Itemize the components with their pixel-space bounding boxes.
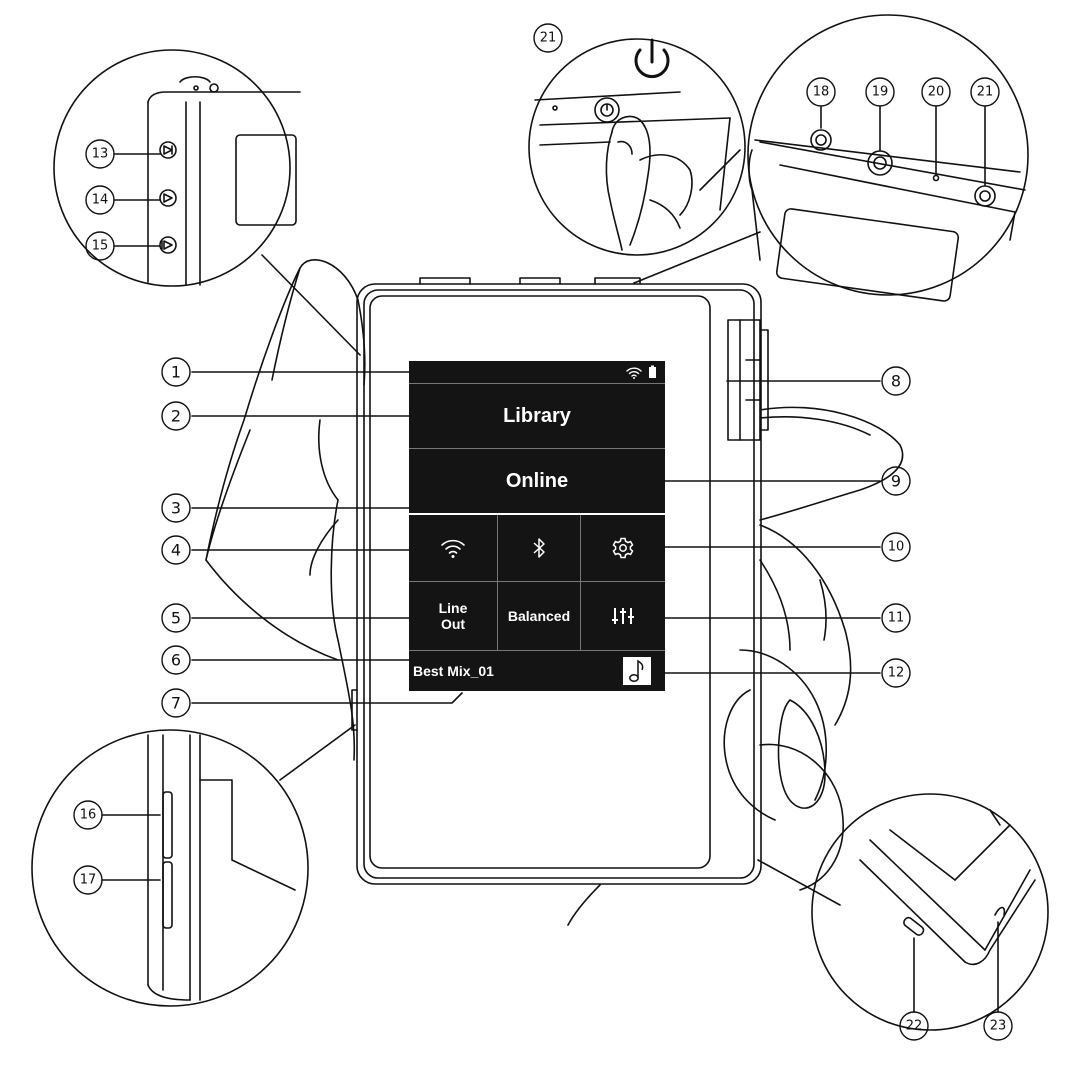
equalizer-icon: [612, 608, 634, 624]
zoom-power-press: [528, 38, 746, 256]
balanced-tile[interactable]: Balanced: [498, 582, 580, 650]
callout-21-top-center: 21: [540, 31, 557, 46]
callout-9: 9: [891, 472, 901, 491]
zoom-bottom-ports: [757, 793, 1049, 1031]
gear-icon: [612, 537, 634, 559]
callout-1: 1: [171, 363, 181, 382]
callout-16: 16: [80, 808, 97, 823]
line-out-tile[interactable]: Line Out: [409, 582, 497, 650]
callout-14: 14: [92, 193, 109, 208]
line-out-label-line2: Out: [440, 616, 466, 632]
device-body: [351, 277, 769, 885]
wifi-tile[interactable]: [409, 515, 497, 581]
wifi-icon: [626, 366, 642, 379]
wifi-icon: [441, 539, 465, 558]
equalizer-tile[interactable]: [581, 582, 665, 650]
callout-13: 13: [92, 147, 109, 162]
callouts: [73, 23, 1013, 1041]
now-playing-bar[interactable]: Best Mix_01: [409, 651, 665, 691]
now-playing-button[interactable]: [621, 655, 653, 687]
track-title: Best Mix_01: [413, 663, 494, 679]
callout-19: 19: [872, 85, 889, 100]
callout-2: 2: [171, 407, 181, 426]
online-label: Online: [505, 469, 569, 492]
callout-20: 20: [928, 85, 945, 100]
zoom-side-buttons: [53, 49, 361, 356]
callout-7: 7: [171, 694, 181, 713]
zoom-card-slots: [31, 724, 356, 1007]
library-button[interactable]: Library: [409, 384, 665, 448]
battery-icon: [649, 365, 656, 378]
line-out-label-line1: Line: [438, 600, 468, 616]
callout-11: 11: [888, 611, 905, 626]
callout-15: 15: [92, 239, 109, 254]
callout-12: 12: [888, 666, 905, 681]
bluetooth-tile[interactable]: [498, 515, 580, 581]
callout-22: 22: [906, 1019, 923, 1034]
callout-4: 4: [171, 541, 181, 560]
callout-3: 3: [171, 499, 181, 518]
device-screen: Library Online Line Out Balanced Best Mi…: [409, 361, 665, 691]
callout-21-top-right: 21: [977, 85, 994, 100]
callout-8: 8: [891, 372, 901, 391]
status-bar: [409, 361, 665, 383]
library-label: Library: [503, 404, 571, 427]
bluetooth-icon: [533, 538, 545, 558]
settings-tile[interactable]: [581, 515, 665, 581]
zoom-top-connectors: [633, 14, 1029, 302]
music-note-icon: [629, 659, 644, 682]
callout-18: 18: [813, 85, 830, 100]
callout-10: 10: [888, 540, 905, 555]
balanced-label: Balanced: [507, 608, 571, 624]
callout-17: 17: [80, 873, 97, 888]
callout-5: 5: [171, 609, 181, 628]
online-button[interactable]: Online: [409, 449, 665, 513]
callout-23: 23: [990, 1019, 1007, 1034]
callout-6: 6: [171, 651, 181, 670]
